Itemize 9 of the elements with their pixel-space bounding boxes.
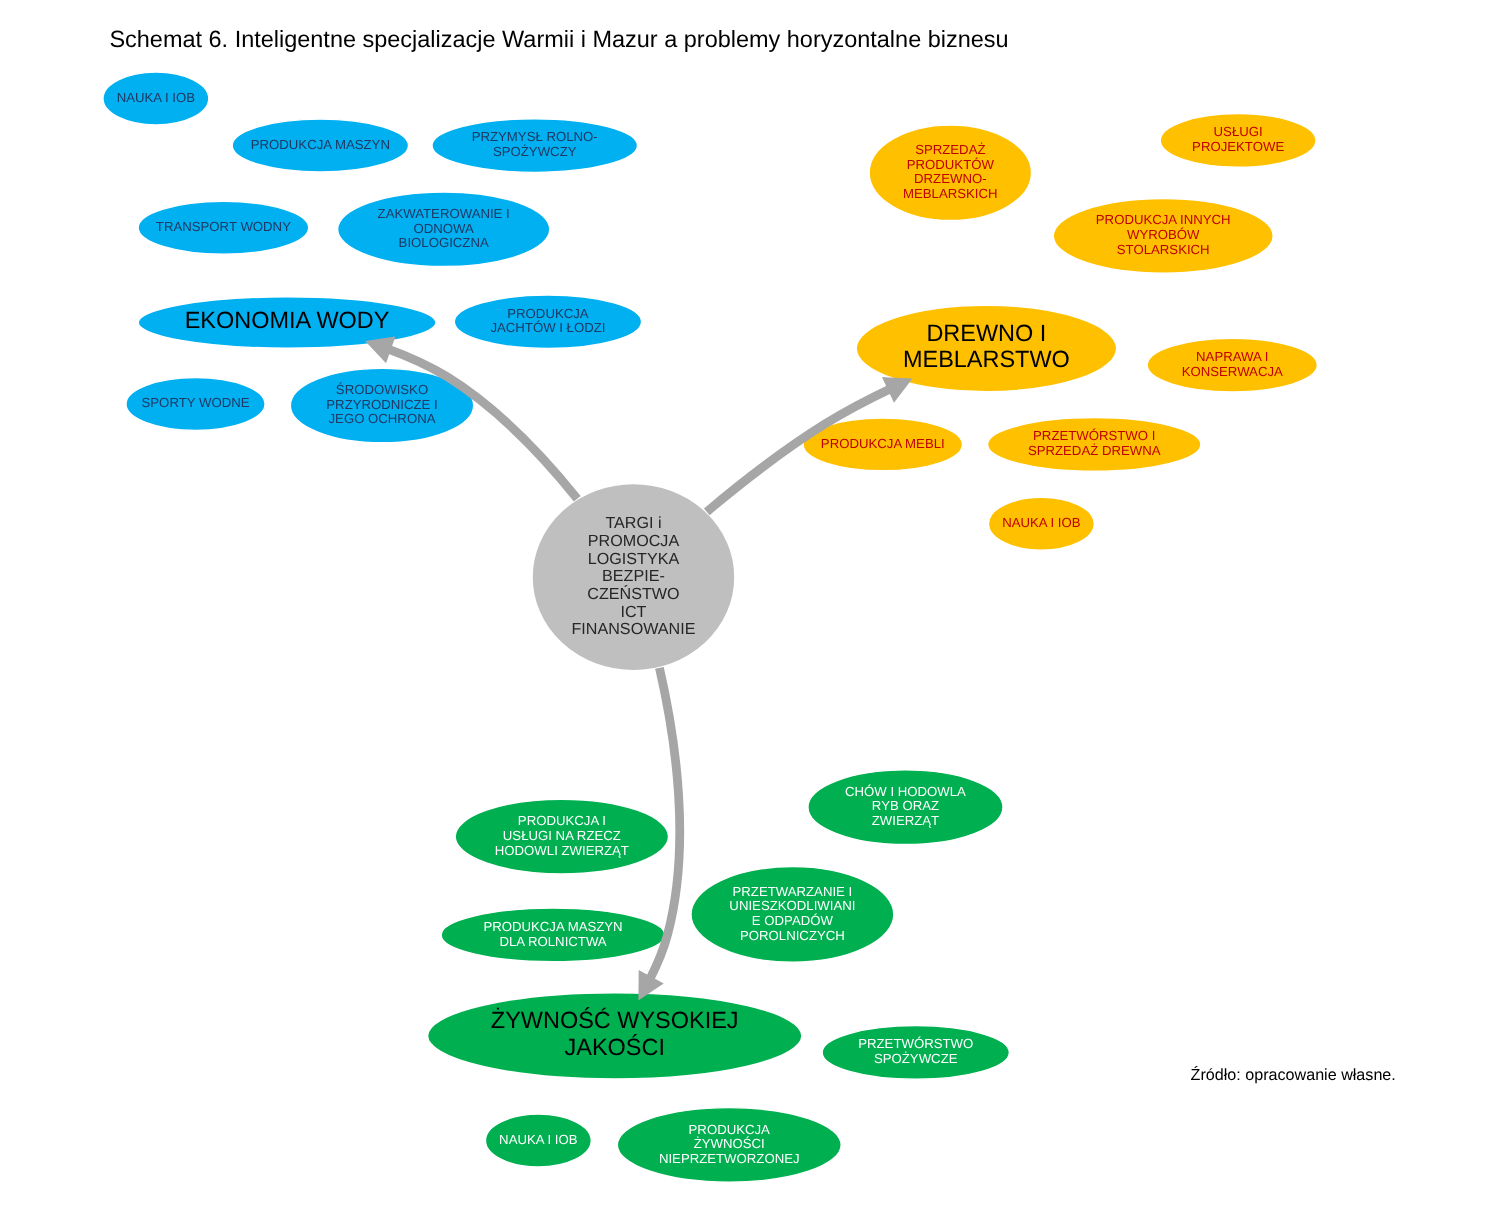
arrow <box>638 666 685 1001</box>
arrow <box>365 336 581 502</box>
diagram-title: Schemat 6. Inteligentne specjalizacje Warmii i Mazur a problemy horyzontalne biznesu <box>109 26 1009 53</box>
node-ellipse: ŻYWNOŚĆ WYSOKIEJ JAKOŚCI <box>425 990 805 1082</box>
node-circle: TARGI i PROMOCJA LOGISTYKA BEZPIE- CZEŃSTWO ICT FINANSOWANIE <box>531 482 736 672</box>
node-ellipse: DREWNO I MEBLARSTWO <box>853 303 1119 394</box>
caption: Źródło: opracowanie własne. <box>1190 1066 1396 1085</box>
arrow <box>703 377 913 516</box>
node-ellipse: EKONOMIA WODY <box>135 294 439 351</box>
